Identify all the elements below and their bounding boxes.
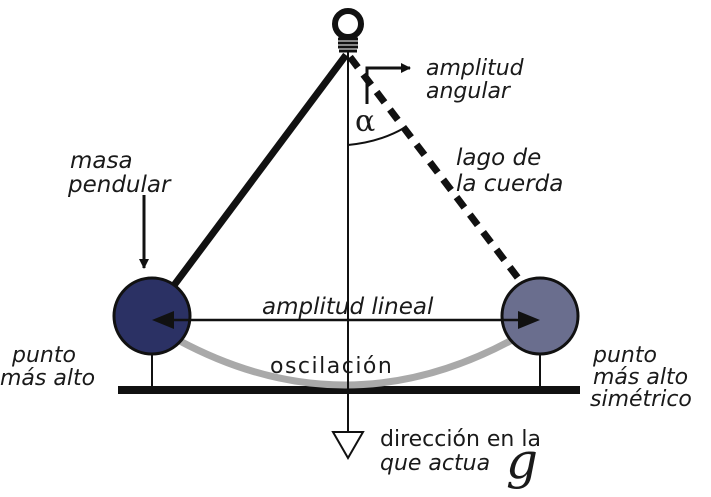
highest-point-label-1: punto bbox=[11, 343, 76, 368]
highest-point-label-2: más alto bbox=[0, 366, 95, 391]
symmetric-point-label-1: punto bbox=[592, 343, 657, 368]
string-length-label-2: la cuerda bbox=[456, 171, 563, 197]
symmetric-point-label-3: simétrico bbox=[590, 387, 692, 412]
gravity-direction-label-2: que actua bbox=[380, 451, 490, 476]
symmetric-point-label-2: más alto bbox=[593, 365, 688, 390]
alpha-symbol: α bbox=[355, 104, 375, 139]
angular-amplitude-arrow bbox=[365, 63, 411, 104]
linear-amplitude-arrowhead-right bbox=[518, 311, 540, 329]
pivot-ring-icon bbox=[332, 8, 364, 40]
mass-label-2: pendular bbox=[67, 172, 172, 198]
pendulum-string-dashed bbox=[347, 54, 521, 281]
mass-label-1: masa bbox=[70, 148, 133, 174]
linear-amplitude-arrowhead-left bbox=[152, 311, 174, 329]
oscillation-label: oscilación bbox=[270, 354, 393, 379]
oscillation-arc bbox=[176, 336, 514, 389]
pivot-spring-icon bbox=[338, 37, 358, 53]
gravity-direction-icon bbox=[331, 431, 365, 461]
pendulum-string bbox=[169, 52, 349, 291]
gravity-symbol: g bbox=[506, 432, 538, 490]
string-length-label-1: lago de bbox=[456, 145, 541, 171]
gravity-direction-label-1: dirección en la bbox=[380, 427, 541, 452]
angular-amplitude-label-2: angular bbox=[426, 79, 512, 104]
pendulum-mass-right bbox=[500, 276, 580, 356]
angle-arc bbox=[347, 127, 405, 146]
pendulum-mass-left bbox=[112, 276, 192, 356]
angular-amplitude-label-1: amplitud bbox=[426, 56, 525, 81]
linear-amplitude-label: amplitud lineal bbox=[262, 294, 434, 320]
